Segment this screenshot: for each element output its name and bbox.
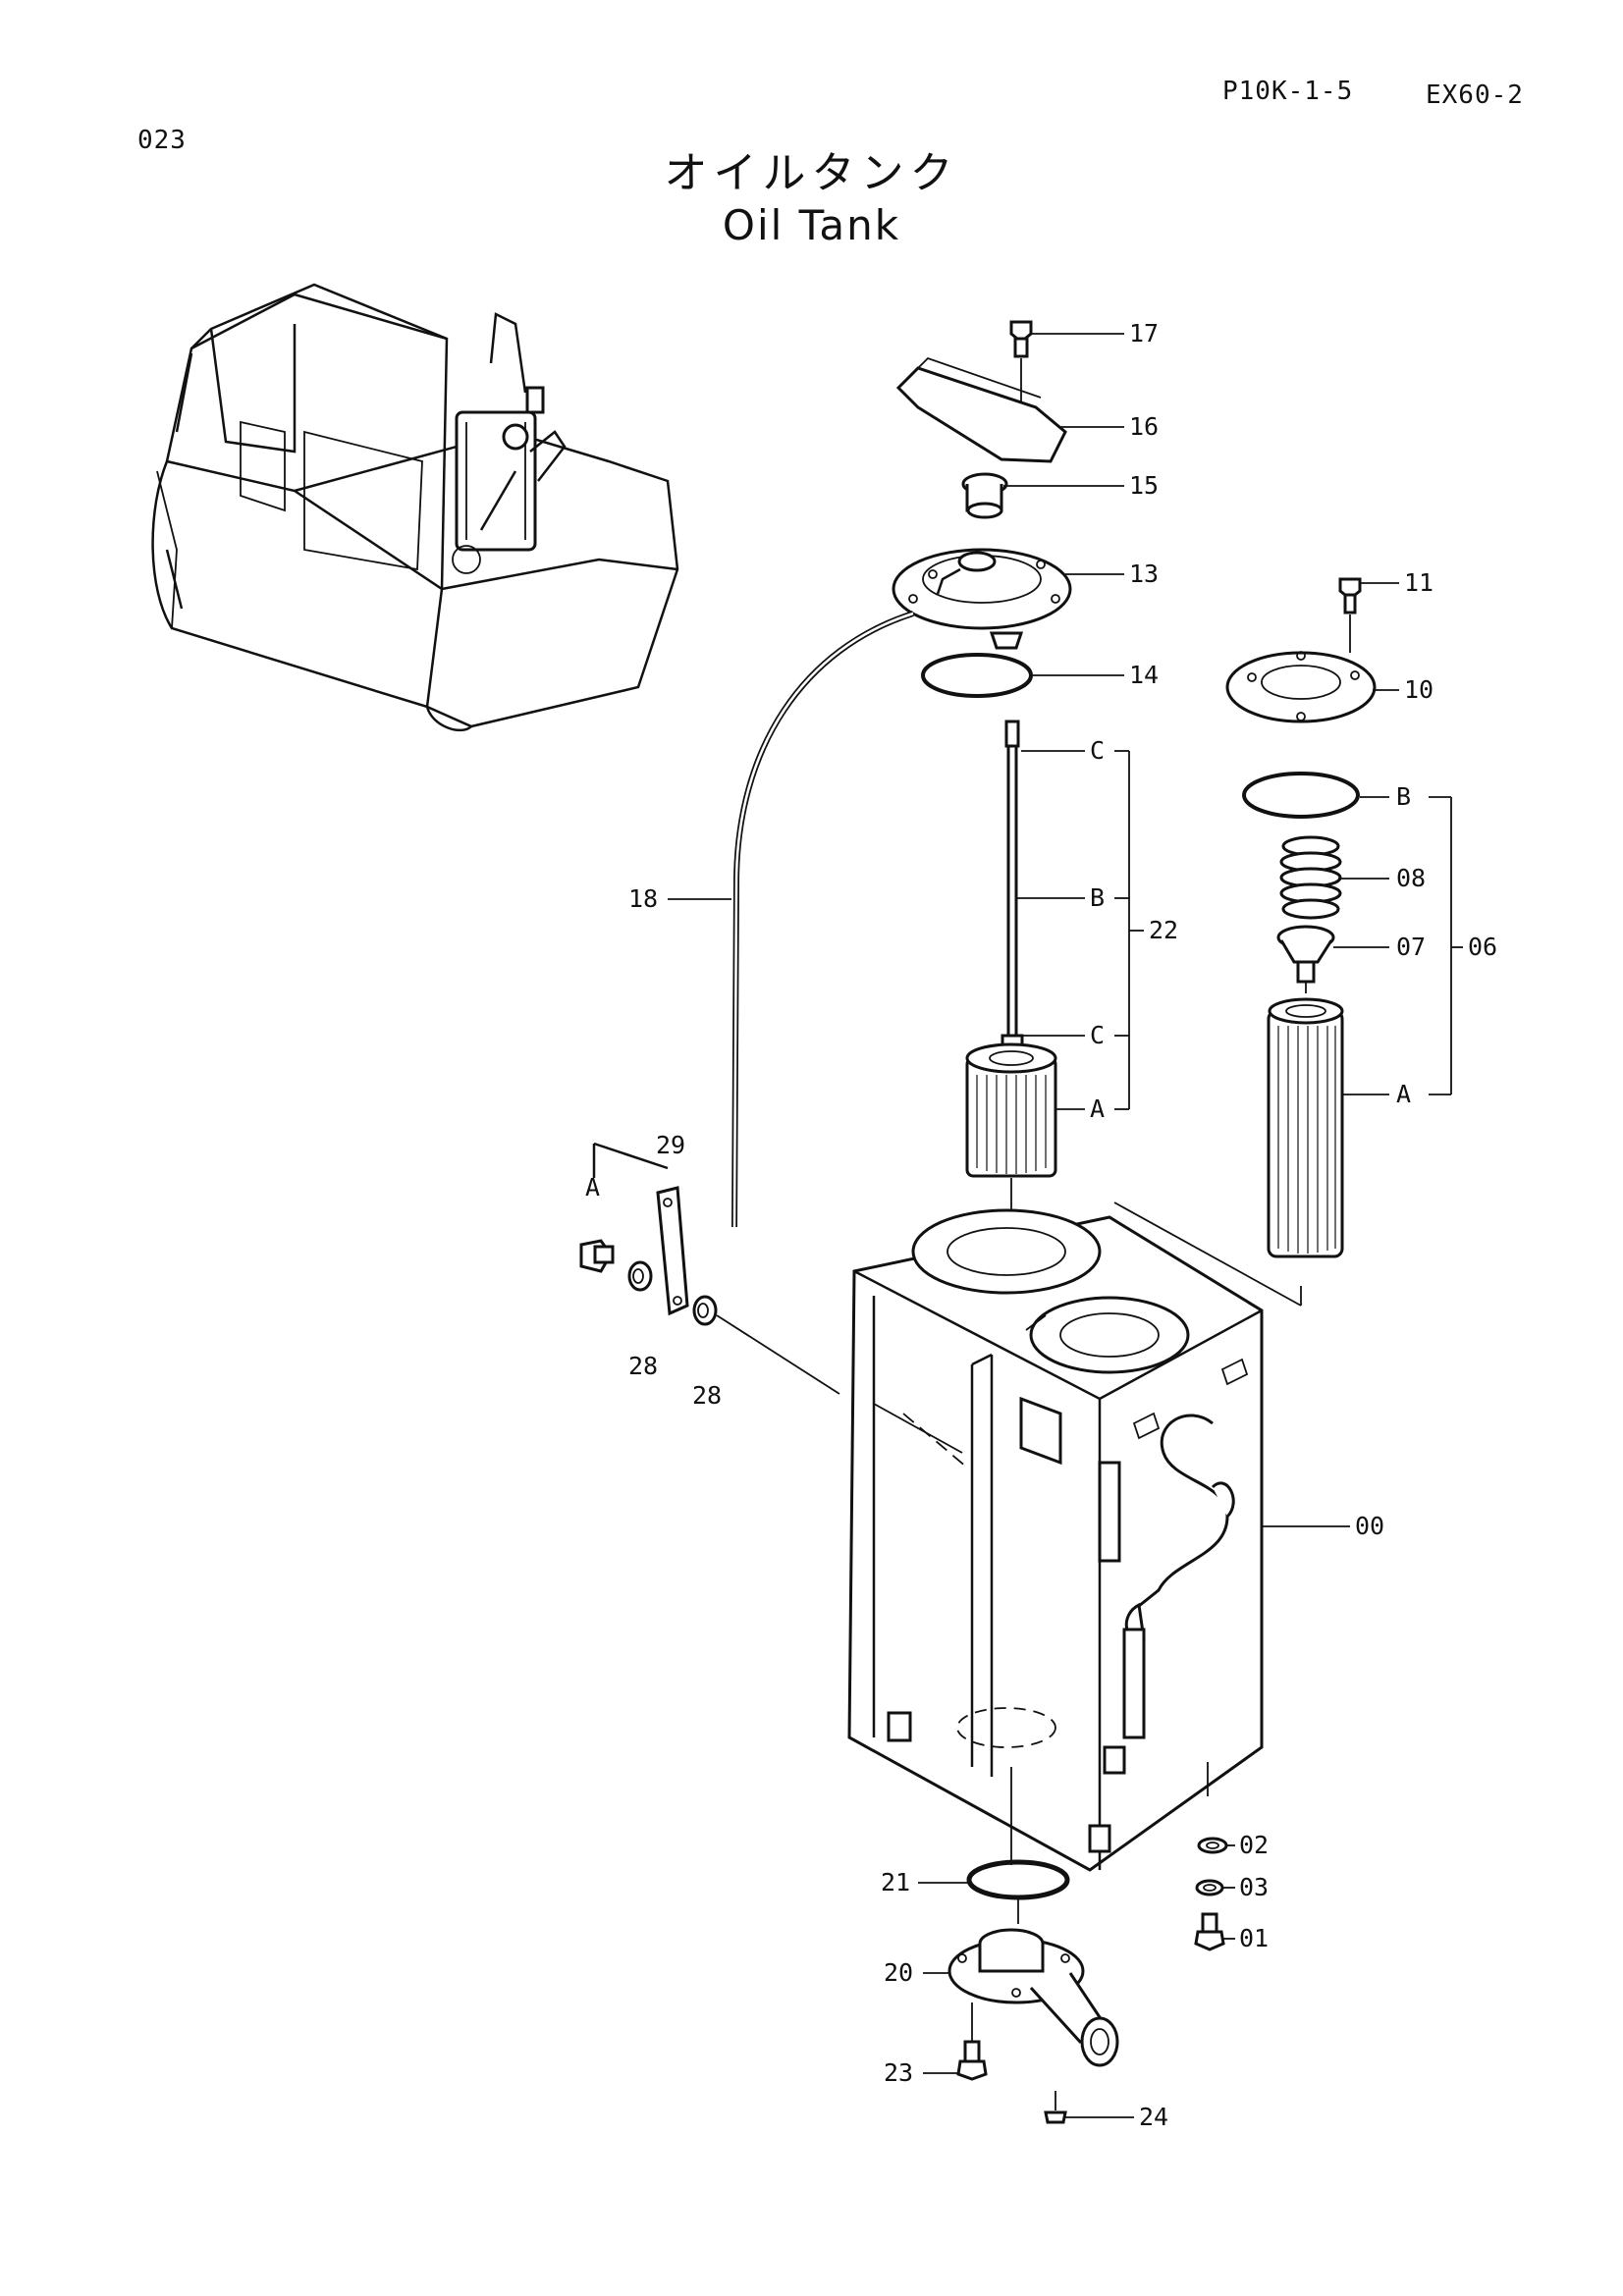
sub-label-a-gauge: A bbox=[585, 1173, 600, 1201]
suction-parts bbox=[947, 1859, 1119, 2124]
callout-28b: 28 bbox=[692, 1381, 722, 1410]
callout-14: 14 bbox=[1129, 661, 1159, 689]
tank-00 bbox=[847, 1201, 1302, 1872]
callout-labels: 17 16 15 13 14 11 10 08 07 06 22 18 29 2… bbox=[585, 319, 1497, 2131]
sub-label-a-filter: A bbox=[1396, 1080, 1411, 1108]
callout-18: 18 bbox=[628, 884, 658, 913]
callout-16: 16 bbox=[1129, 412, 1159, 441]
strainer-22 bbox=[965, 720, 1057, 1296]
sub-label-b-filter: B bbox=[1396, 782, 1411, 811]
valve-07 bbox=[1276, 925, 1335, 993]
callout-29: 29 bbox=[656, 1131, 685, 1159]
sub-label-a-strainer: A bbox=[1090, 1095, 1105, 1123]
filter-element-a bbox=[1267, 997, 1344, 1258]
model-code: EX60-2 bbox=[1426, 80, 1524, 110]
callout-00: 00 bbox=[1355, 1512, 1384, 1540]
callout-24: 24 bbox=[1139, 2103, 1168, 2131]
sub-label-c-bottom: C bbox=[1090, 1021, 1105, 1049]
callout-20: 20 bbox=[884, 1958, 913, 1987]
hose-18 bbox=[731, 611, 914, 1228]
callout-03: 03 bbox=[1239, 1873, 1269, 1901]
page-code: 023 bbox=[137, 126, 187, 155]
sub-label-b-rod: B bbox=[1090, 883, 1105, 912]
callout-23: 23 bbox=[884, 2058, 913, 2087]
callout-13: 13 bbox=[1129, 560, 1159, 588]
callout-11: 11 bbox=[1404, 568, 1434, 597]
level-gauge-29 bbox=[579, 1142, 840, 1395]
callout-10: 10 bbox=[1404, 675, 1434, 704]
callout-21: 21 bbox=[881, 1868, 910, 1896]
callout-02: 02 bbox=[1239, 1831, 1269, 1859]
callout-28a: 28 bbox=[628, 1352, 658, 1380]
callout-01: 01 bbox=[1239, 1924, 1269, 1952]
drain-parts bbox=[1194, 1837, 1228, 1951]
callout-15: 15 bbox=[1129, 471, 1159, 500]
callout-07: 07 bbox=[1396, 933, 1426, 961]
excavator-overview bbox=[151, 283, 679, 732]
title-english: Oil Tank bbox=[722, 201, 901, 249]
cap-assembly bbox=[895, 320, 1067, 519]
catalog-ref: P10K-1-5 bbox=[1222, 77, 1354, 106]
callout-06: 06 bbox=[1468, 933, 1497, 961]
filter-06 bbox=[1225, 577, 1377, 1258]
cover-plate-13 bbox=[892, 548, 1072, 650]
callout-08: 08 bbox=[1396, 864, 1426, 892]
spring-08 bbox=[1279, 835, 1342, 920]
callout-22: 22 bbox=[1149, 916, 1178, 944]
callout-17: 17 bbox=[1129, 319, 1159, 347]
title-japanese: オイルタンク bbox=[664, 148, 959, 198]
sub-label-c-top: C bbox=[1090, 736, 1105, 765]
leader-lines bbox=[668, 333, 1463, 2118]
o-ring-b bbox=[1242, 772, 1360, 819]
o-ring-14 bbox=[921, 653, 1033, 698]
